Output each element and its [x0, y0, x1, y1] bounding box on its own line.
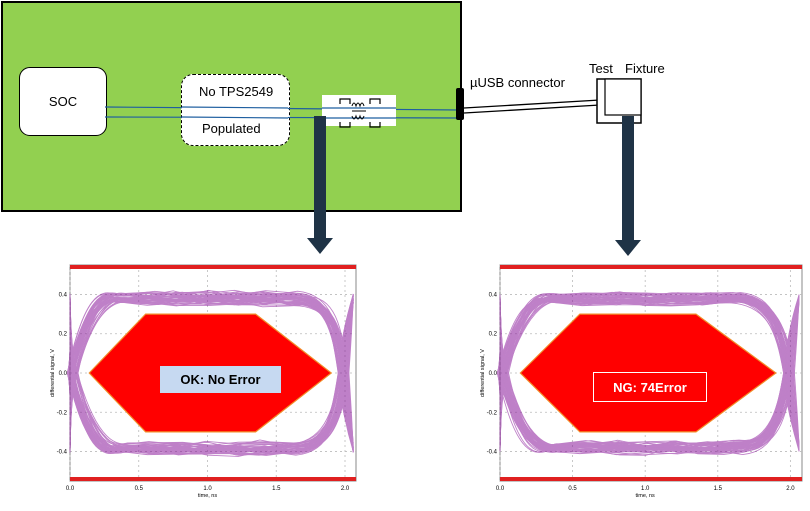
- eye-traces: [66, 289, 354, 457]
- x-tick-label: 2.0: [341, 486, 350, 492]
- fixture-label-test: Test: [589, 61, 613, 76]
- x-axis-label: time, ns: [198, 493, 218, 499]
- soc-block: SOC: [19, 67, 107, 136]
- y-axis-label: differential signal, V: [50, 349, 56, 397]
- y-tick-label: -0.2: [487, 410, 498, 416]
- test-fixture-icon: [596, 78, 642, 124]
- y-tick-label: -0.4: [487, 450, 498, 456]
- soc-label: SOC: [48, 94, 78, 109]
- y-tick-label: -0.2: [57, 410, 68, 416]
- y-tick-label: 0.2: [489, 332, 498, 338]
- connector-label: µUSB connector: [470, 75, 565, 90]
- x-tick-label: 2.0: [786, 486, 795, 492]
- y-tick-label: 0.0: [489, 371, 498, 377]
- lower-limit-bar: [70, 477, 356, 481]
- usb-connector-icon: [456, 88, 464, 120]
- result-label-ng: NG: 74Error: [593, 372, 707, 402]
- eye-traces: [496, 291, 800, 456]
- x-axis-label: time, ns: [636, 493, 656, 499]
- y-tick-label: -0.4: [57, 450, 68, 456]
- x-tick-label: 0.5: [568, 486, 577, 492]
- x-tick-label: 0.0: [66, 486, 75, 492]
- eye-diagram-ok: 0.0 0.5 1.0 1.5 2.0 0.4 0.2 0.0 -0.2 -0.4 time, ns…: [50, 264, 357, 499]
- y-tick-label: 0.2: [59, 332, 68, 338]
- x-tick-label: 0.0: [496, 486, 505, 492]
- x-tick-label: 1.5: [714, 486, 723, 492]
- x-tick-label: 0.5: [135, 486, 144, 492]
- lower-limit-bar: [500, 477, 802, 481]
- y-tick-label: 0.0: [59, 371, 68, 377]
- x-tick-label: 1.0: [203, 486, 212, 492]
- y-tick-label: 0.4: [489, 292, 498, 298]
- result-label-ok: OK: No Error: [160, 366, 281, 393]
- fixture-label-fixture: Fixture: [625, 61, 665, 76]
- upper-limit-bar: [500, 265, 802, 269]
- no-tps2549-label: No TPS2549: [199, 84, 274, 99]
- upper-limit-bar: [70, 265, 356, 269]
- arrow-to-left-eye: [307, 116, 333, 254]
- populated-label: Populated: [202, 121, 261, 136]
- x-tick-label: 1.5: [272, 486, 281, 492]
- arrow-to-right-eye: [615, 116, 641, 256]
- choke-icon: [322, 95, 396, 128]
- y-tick-label: 0.4: [59, 292, 68, 298]
- y-axis-label: differential signal, V: [480, 349, 486, 397]
- x-tick-label: 1.0: [641, 486, 650, 492]
